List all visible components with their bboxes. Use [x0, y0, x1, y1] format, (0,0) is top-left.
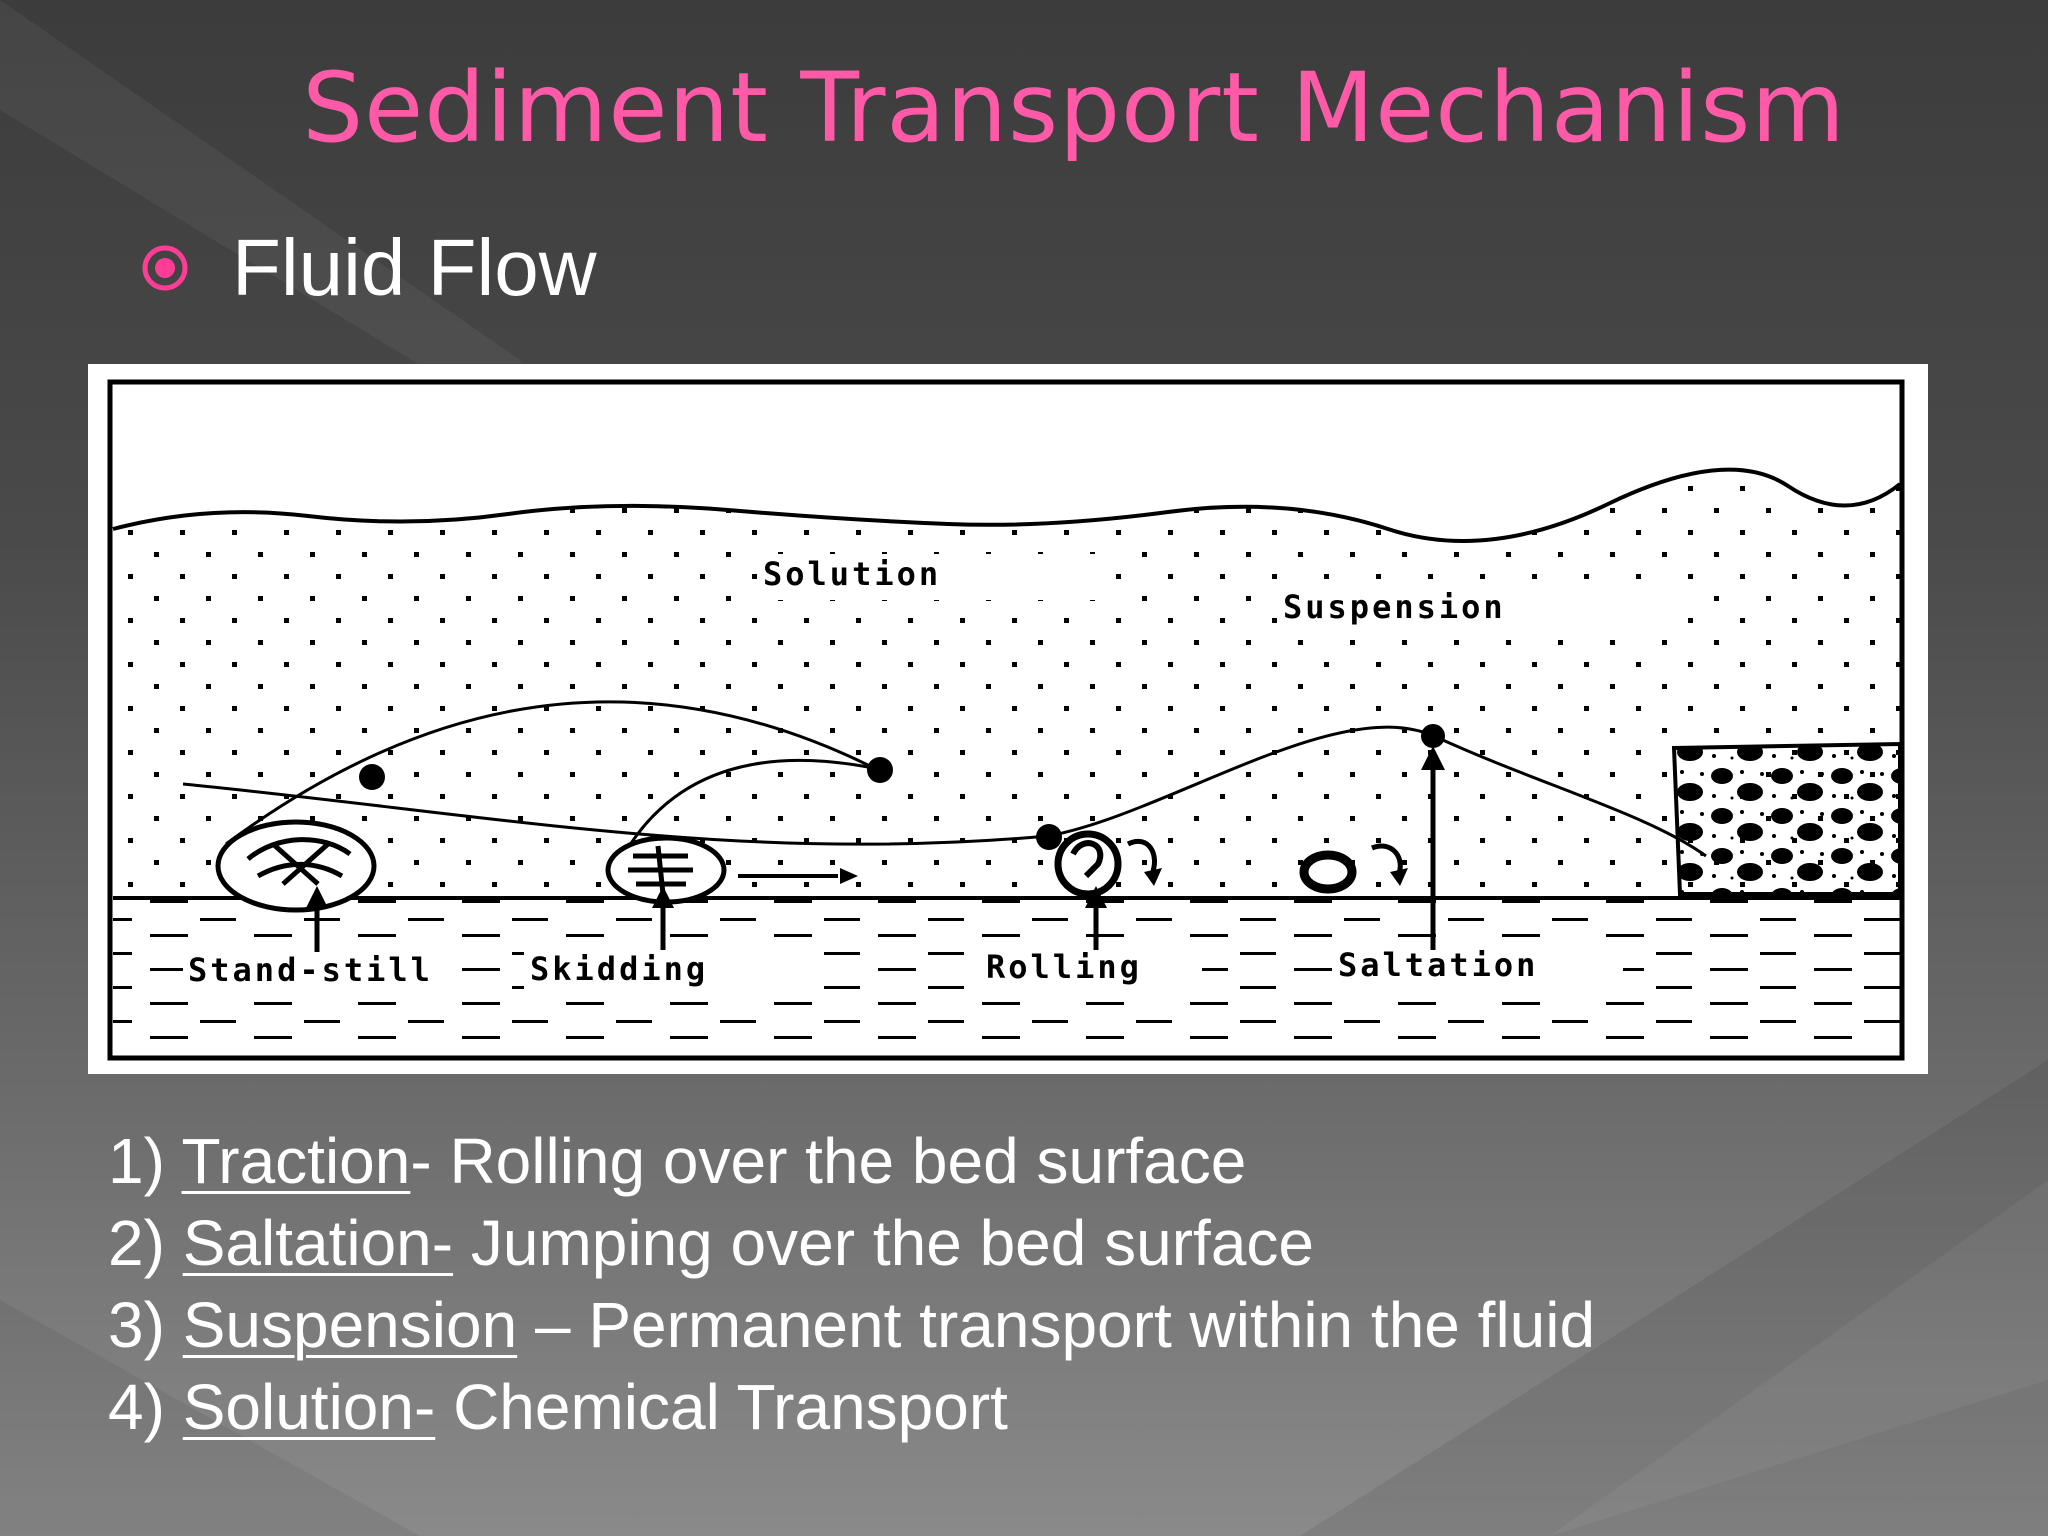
item-term: Traction — [181, 1125, 411, 1197]
item-description: – Permanent transport within the fluid — [517, 1289, 1596, 1361]
gravel-deposit — [1671, 741, 1902, 896]
sediment-transport-diagram: Solution Suspension Stand-still Skidding… — [88, 364, 1928, 1074]
item-term: Suspension — [182, 1289, 518, 1361]
item-number: 2) — [108, 1207, 165, 1279]
particle — [1421, 724, 1445, 748]
saltation-arrow — [1421, 746, 1445, 950]
item-description: Chemical Transport — [435, 1371, 1008, 1443]
list-item: 3) Suspension – Permanent transport with… — [108, 1284, 1595, 1366]
label-rolling: Rolling — [986, 948, 1142, 986]
item-description: Jumping over the bed surface — [453, 1207, 1314, 1279]
mechanism-list: 1) Traction- Rolling over the bed surfac… — [108, 1120, 1595, 1448]
list-item: 2) Saltation- Jumping over the bed surfa… — [108, 1202, 1595, 1284]
item-number: 3) — [108, 1289, 165, 1361]
trajectory-curve — [621, 758, 884, 857]
label-solution: Solution — [763, 555, 941, 593]
suspended-particles — [113, 469, 1900, 896]
bullet-text: Fluid Flow — [232, 223, 597, 312]
label-stand-still: Stand-still — [188, 951, 433, 989]
water-surface — [112, 467, 1902, 543]
label-skidding: Skidding — [530, 950, 708, 988]
label-suspension: Suspension — [1283, 588, 1506, 626]
item-number: 1) — [108, 1125, 165, 1197]
trajectory-curve — [182, 725, 1707, 858]
lift-arrow — [1085, 886, 1107, 950]
stand-still-grain — [215, 819, 377, 913]
particle — [1036, 824, 1062, 850]
item-term: Saltation- — [182, 1207, 454, 1279]
lift-arrow — [652, 886, 674, 950]
diagram-frame — [107, 379, 1905, 1061]
particle — [359, 764, 385, 790]
item-description: - Rolling over the bed surface — [410, 1125, 1247, 1197]
item-number: 4) — [108, 1371, 165, 1443]
lift-arrow — [306, 886, 328, 952]
bullet-fluid-flow: Fluid Flow — [140, 222, 597, 314]
list-item: 1) Traction- Rolling over the bed surfac… — [108, 1120, 1595, 1202]
target-bullet-icon — [142, 245, 188, 291]
saltation-grain — [1299, 843, 1408, 894]
list-item: 4) Solution- Chemical Transport — [108, 1366, 1595, 1448]
label-saltation: Saltation — [1338, 946, 1538, 984]
slide-title: Sediment Transport Mechanism — [302, 52, 1846, 164]
particle — [867, 757, 893, 783]
rolling-grain — [1054, 830, 1162, 898]
item-term: Solution- — [182, 1371, 436, 1443]
diagram-svg: Solution Suspension Stand-still Skidding… — [107, 379, 1905, 1061]
trajectory-curve — [225, 700, 879, 846]
